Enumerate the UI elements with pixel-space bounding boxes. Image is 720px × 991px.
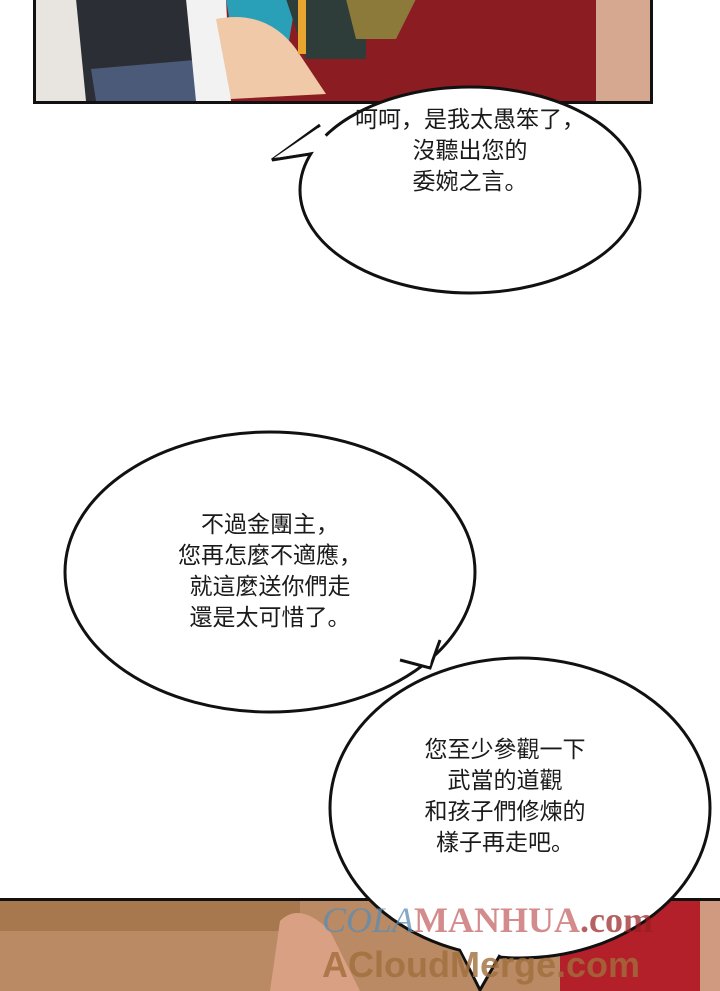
bubble-1-text: 呵呵，是我太愚笨了， 沒聽出您的委婉之言。 [300, 105, 640, 198]
dialogue-line: 沒聽出您的 [412, 138, 528, 164]
watermark-manhua: MANHUA [414, 900, 581, 940]
dialogue-line: 您再怎麼不適應， [178, 543, 362, 569]
dialogue-line: 委婉之言。 [412, 169, 528, 195]
speech-bubble-2 [63, 430, 477, 714]
watermark-cola: COLA [322, 900, 415, 940]
panel-artwork [36, 0, 650, 101]
watermark-acloudmerge: ACloudMerge.com [322, 944, 641, 985]
dialogue-line: 呵呵，是我太愚笨了， [355, 107, 585, 133]
watermark-com: .com [580, 900, 653, 940]
dialogue-line: 樣子再走吧。 [436, 830, 574, 856]
dialogue-line: 您至少參觀一下 [424, 737, 586, 763]
speech-bubble-3 [328, 656, 712, 991]
bubble-2-text: 不過金團主， 您再怎麼不適應， 就這麼送你們走還是太可惜了。 [100, 510, 440, 634]
speech-bubble-1 [271, 85, 642, 295]
bubble-3-text: 您至少參觀一下武當的道觀和孩子們修煉的樣子再走吧。 [335, 735, 675, 859]
dialogue-line: 和孩子們修煉的 [424, 799, 586, 825]
dialogue-line: 還是太可惜了。 [189, 605, 351, 631]
watermark-line-1: COLA MANHUA .com [322, 900, 712, 940]
dialogue-line: 就這麼送你們走 [189, 574, 351, 600]
watermark-line-2: ACloudMerge.com [322, 945, 712, 985]
dialogue-line: 武當的道觀 [447, 768, 563, 794]
top-comic-panel [33, 0, 653, 104]
dialogue-line: 不過金團主， [201, 512, 339, 538]
